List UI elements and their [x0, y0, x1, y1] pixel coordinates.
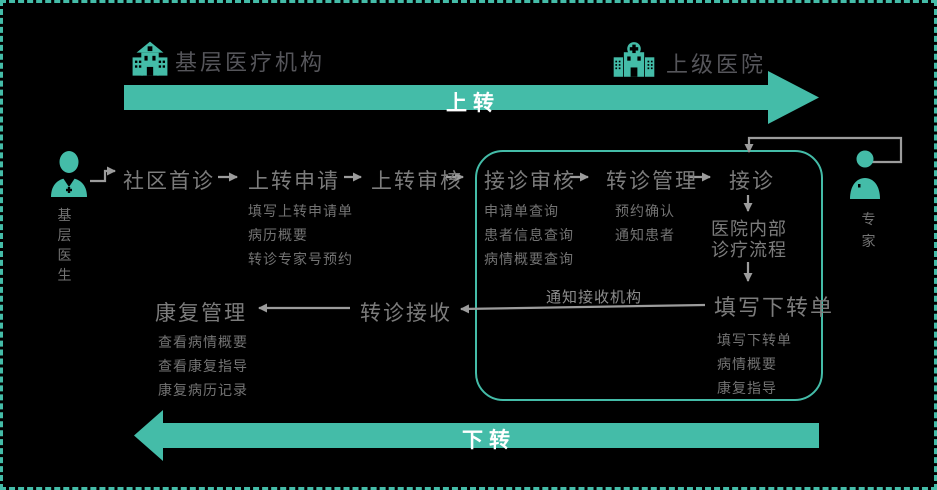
connector-doctor-to-first-visit — [90, 166, 116, 183]
list-item: 康复指导 — [717, 380, 777, 396]
step-referral-receive: 转诊接收 — [360, 302, 452, 325]
expert-icon — [850, 150, 880, 199]
list-item: 填写上转申请单 — [248, 203, 353, 219]
list-item: 病历概要 — [248, 227, 308, 243]
notify-receiver-label: 通知接收机构 — [546, 289, 643, 306]
list-item: 转诊专家号预约 — [248, 251, 353, 267]
step-community-first-visit: 社区首诊 — [123, 170, 215, 193]
rehab-management-subitems: 查看病情概要 查看康复指导 康复病历记录 — [158, 335, 248, 407]
superior-org-title: 上级医院 — [666, 52, 767, 77]
list-item: 申请单查询 — [484, 203, 559, 219]
hospital-internal-line2: 诊疗流程 — [711, 240, 787, 260]
list-item: 查看康复指导 — [158, 358, 248, 374]
referral-management-subitems: 预约确认 通知患者 — [615, 204, 675, 252]
list-item: 康复病历记录 — [158, 382, 248, 398]
down-transfer-label: 下转 — [462, 429, 516, 452]
step-up-transfer-review: 上转审核 — [371, 170, 463, 193]
step-accept-review: 接诊审核 — [484, 170, 576, 193]
step-referral-management: 转诊管理 — [606, 170, 698, 193]
hospital-building-icon — [613, 42, 655, 77]
list-item: 患者信息查询 — [484, 227, 574, 243]
superior-hospital-group-box — [475, 150, 823, 401]
list-item: 预约确认 — [615, 203, 675, 219]
hospital-internal-process: 医院内部 诊疗流程 — [701, 219, 797, 261]
list-item: 病情概要 — [717, 356, 777, 372]
primary-org-title: 基层医疗机构 — [175, 50, 326, 75]
up-transfer-label: 上转 — [446, 92, 500, 115]
step-fill-downward-form: 填写下转单 — [714, 295, 835, 320]
list-item: 查看病情概要 — [158, 334, 248, 350]
fill-downward-form-subitems: 填写下转单 病情概要 康复指导 — [717, 333, 792, 405]
list-item: 病情概要查询 — [484, 251, 574, 267]
doctor-icon — [51, 151, 87, 197]
list-item: 填写下转单 — [717, 332, 792, 348]
step-up-transfer-apply: 上转申请 — [248, 170, 340, 193]
accept-review-subitems: 申请单查询 患者信息查询 病情概要查询 — [484, 204, 574, 276]
hospital-internal-line1: 医院内部 — [711, 219, 787, 239]
list-item: 通知患者 — [615, 227, 675, 243]
clinic-building-icon — [132, 41, 168, 76]
primary-doctor-label: 基层医生 — [57, 207, 72, 283]
step-reception: 接诊 — [729, 170, 775, 193]
step-rehab-management: 康复管理 — [155, 302, 247, 325]
up-apply-subitems: 填写上转申请单 病历概要 转诊专家号预约 — [248, 204, 353, 276]
expert-label: 专家 — [861, 211, 876, 249]
